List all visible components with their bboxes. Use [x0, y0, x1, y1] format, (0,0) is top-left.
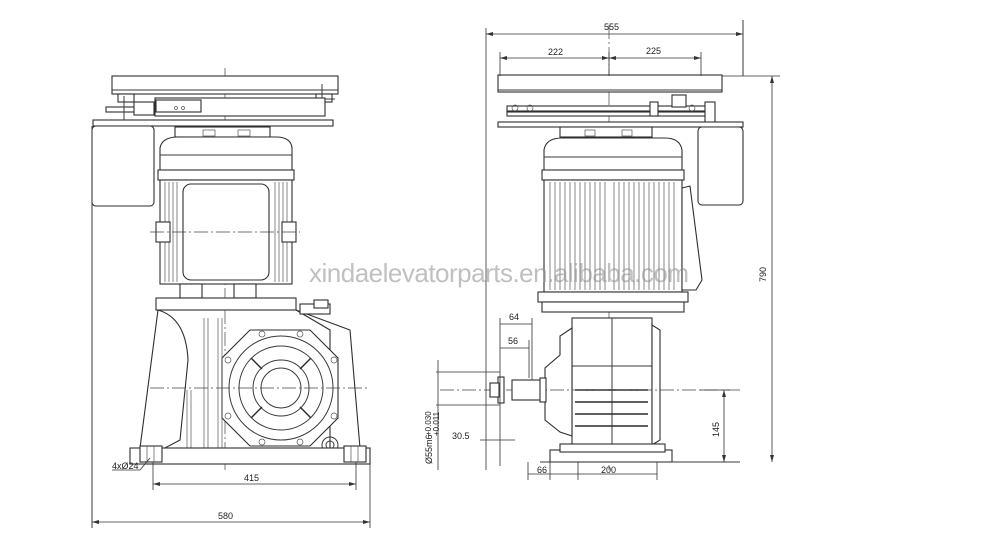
front-view	[91, 68, 371, 528]
front-dimensions	[92, 457, 371, 528]
dim-mounting-holes: 4xØ24	[112, 461, 139, 471]
dim-56: 56	[508, 336, 519, 346]
dim-64: 64	[509, 312, 520, 322]
dim-66: 66	[537, 465, 548, 475]
dim-790: 790	[758, 266, 768, 282]
dim-222: 222	[548, 47, 564, 57]
dim-shaft-diameter: Ø55m6	[424, 434, 434, 464]
dim-200: 200	[601, 465, 617, 475]
dim-555: 555	[604, 22, 620, 32]
dim-145: 145	[711, 421, 721, 437]
dim-shaft-tol-lower: +0.011	[432, 411, 441, 436]
dim-580: 580	[218, 511, 234, 521]
dim-30-5: 30.5	[452, 431, 470, 441]
dim-225: 225	[646, 46, 662, 56]
side-view	[440, 20, 744, 470]
dim-415: 415	[244, 473, 260, 483]
side-dimensions	[436, 28, 780, 480]
cooling-fins	[549, 182, 675, 290]
